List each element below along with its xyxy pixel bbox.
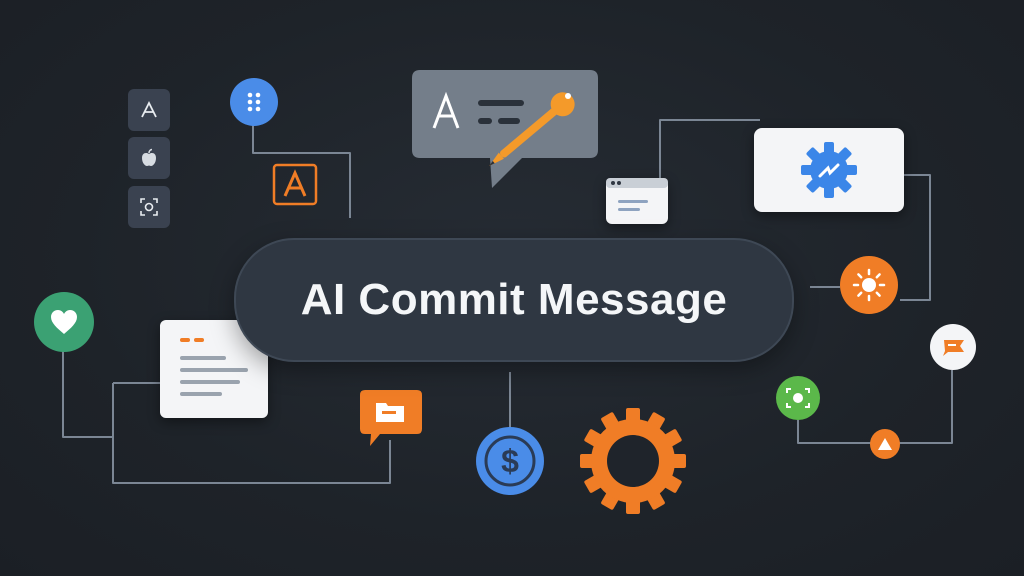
alert-button[interactable] <box>870 429 900 459</box>
apps-button[interactable] <box>230 78 278 126</box>
title-pill: AI Commit Message <box>234 238 794 362</box>
sidebar-button-scan[interactable] <box>128 186 170 228</box>
scan-icon <box>140 198 158 216</box>
a-logo-icon <box>141 100 157 118</box>
chat-flag-button[interactable] <box>930 324 976 370</box>
chat-bubble-pen-icon <box>412 70 598 188</box>
svg-text:$: $ <box>501 443 519 479</box>
camera-icon <box>786 388 810 408</box>
settings-card[interactable] <box>754 128 904 212</box>
dollar-button[interactable]: $ <box>476 427 544 495</box>
heart-icon <box>51 310 77 334</box>
favorite-button[interactable] <box>34 292 94 352</box>
dollar-icon: $ <box>484 435 536 487</box>
gear-icon <box>580 408 686 514</box>
chat-flag-icon <box>943 340 964 356</box>
folder-chat-badge <box>360 390 422 448</box>
letter-a-frame <box>272 163 318 206</box>
sun-icon <box>852 268 886 302</box>
connector-line <box>252 125 351 218</box>
connector-line <box>112 383 391 484</box>
browser-window-card <box>606 178 668 224</box>
sidebar-button-apple[interactable] <box>128 137 170 179</box>
connector-line <box>659 119 760 180</box>
letter-a-frame-icon <box>272 163 318 206</box>
connector-line <box>62 350 113 438</box>
folder-chat-icon <box>360 390 422 446</box>
connector-line <box>900 174 931 301</box>
gear-badge-icon <box>801 142 857 198</box>
sun-button[interactable] <box>840 256 898 314</box>
apple-icon <box>142 148 156 166</box>
grid-dots-icon <box>247 92 261 112</box>
camera-button[interactable] <box>776 376 820 420</box>
sidebar-button-a[interactable] <box>128 89 170 131</box>
page-title: AI Commit Message <box>300 275 728 324</box>
large-gear <box>580 408 686 514</box>
warning-icon <box>878 438 892 450</box>
ai-writing-bubble <box>412 70 598 190</box>
browser-window-icon <box>606 178 668 211</box>
